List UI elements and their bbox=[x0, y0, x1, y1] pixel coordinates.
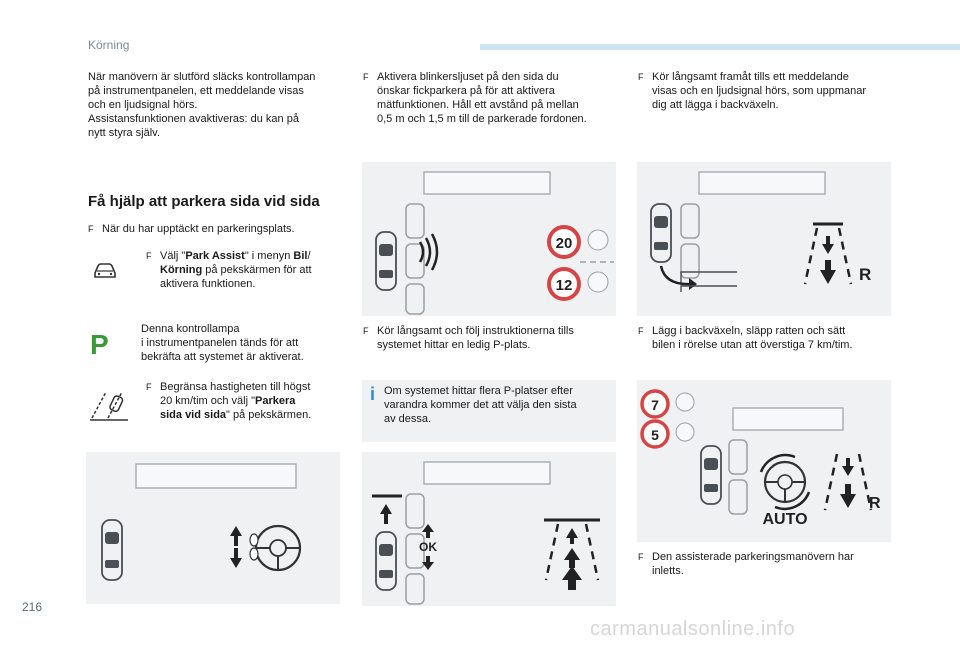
speed-sign-12: 12 bbox=[556, 277, 573, 294]
bullet-line: visas och en ljudsignal hörs, som uppman… bbox=[652, 85, 867, 97]
note-line: av dessa. bbox=[384, 413, 432, 425]
illustration-space-found-panel: OK bbox=[362, 452, 616, 606]
note-line: Om systemet hittar flera P-platser efter bbox=[384, 385, 573, 397]
bullet-line: Kör långsamt och följ instruktionerna ti… bbox=[377, 325, 574, 337]
step-limit-speed: F Begränsa hastigheten till högst 20 km/… bbox=[146, 380, 336, 422]
bullet-line: Aktivera blinkersljuset på den sida du bbox=[377, 71, 559, 83]
bullet-manoeuvre-started: F Den assisterade parkeringsmanövern har… bbox=[638, 550, 898, 578]
bullet-marker: F bbox=[146, 251, 152, 261]
note-line: varandra kommer det att välja den sista bbox=[384, 399, 577, 411]
bullet-activate-indicator: F Aktivera blinkersljuset på den sida du… bbox=[363, 70, 618, 126]
header-accent-bar bbox=[480, 44, 960, 50]
text-fragment: " i menyn bbox=[244, 250, 294, 262]
bullet-marker: F bbox=[88, 224, 94, 234]
text-fragment: 20 km/tim och välj " bbox=[160, 395, 255, 407]
menu-bil-label: Bil bbox=[293, 250, 308, 262]
section-heading: Få hjälp att parkera sida vid sida bbox=[88, 193, 320, 210]
intro-line: nytt styra själv. bbox=[88, 127, 160, 139]
bullet-line: systemet hittar en ledig P-plats. bbox=[377, 339, 531, 351]
reverse-gear-label-2: R bbox=[869, 495, 881, 512]
lamp-line: bekräfta att systemet är aktiverat. bbox=[141, 351, 304, 363]
bullet-found-space: F När du har upptäckt en parkeringsplats… bbox=[88, 222, 338, 236]
bullet-marker: F bbox=[363, 72, 369, 82]
bullet-drive-slowly: F Kör långsamt och följ instruktionerna … bbox=[363, 324, 618, 352]
intro-line: på instrumentpanelen, ett meddelande vis… bbox=[88, 85, 304, 97]
bullet-marker: F bbox=[638, 72, 644, 82]
text-fragment: / bbox=[307, 250, 311, 262]
bullet-text: När du har upptäckt en parkeringsplats. bbox=[102, 223, 295, 235]
info-note: i Om systemet hittar flera P-platser eft… bbox=[362, 380, 616, 442]
parallel-parking-icon bbox=[88, 388, 130, 422]
bullet-line: Den assisterade parkeringsmanövern har bbox=[652, 551, 854, 563]
bullet-line: inletts. bbox=[652, 565, 684, 577]
illustration-measuring-panel: 20 12 bbox=[362, 162, 616, 316]
bullet-line: bilen i rörelse utan att överstiga 7 km/… bbox=[652, 339, 853, 351]
illustration-auto-steering-panel: 7 5 AUTO bbox=[637, 380, 891, 542]
page-number: 216 bbox=[22, 600, 43, 614]
bullet-marker: F bbox=[638, 552, 644, 562]
bullet-line: 0,5 m och 1,5 m till de parkerade fordon… bbox=[377, 113, 587, 125]
text-fragment: " på pekskärmen. bbox=[226, 409, 312, 421]
bullet-engage-reverse: F Lägg i backväxeln, släpp ratten och sä… bbox=[638, 324, 898, 352]
text-fragment: aktivera funktionen. bbox=[160, 278, 256, 290]
illustration-steering-panel bbox=[86, 452, 340, 604]
bullet-line: Lägg i backväxeln, släpp ratten och sätt bbox=[652, 325, 846, 337]
illustration-reverse-panel: R bbox=[637, 162, 891, 316]
speed-sign-7: 7 bbox=[651, 397, 659, 413]
step-select-menu: F Välj "Park Assist" i menyn Bil/ Körnin… bbox=[146, 249, 336, 291]
lamp-description: Denna kontrollampa i instrumentpanelen t… bbox=[141, 322, 341, 364]
section-label: Körning bbox=[88, 38, 130, 52]
car-menu-icon bbox=[92, 262, 118, 280]
bullet-marker: F bbox=[146, 382, 152, 392]
bullet-line: dig att lägga i backväxeln. bbox=[652, 99, 779, 111]
intro-paragraph: När manövern är slutförd släcks kontroll… bbox=[88, 70, 338, 140]
intro-line: och en ljudsignal hörs. bbox=[88, 99, 198, 111]
bullet-marker: F bbox=[638, 326, 644, 336]
park-assist-label: Park Assist bbox=[185, 250, 245, 262]
info-icon: i bbox=[370, 384, 376, 404]
park-assist-lamp-icon: P bbox=[90, 329, 109, 360]
bullet-line: önskar fickparkera på för att aktivera bbox=[377, 85, 555, 97]
bullet-marker: F bbox=[363, 326, 369, 336]
text-fragment: Begränsa hastigheten till högst bbox=[160, 381, 311, 393]
intro-line: När manövern är slutförd släcks kontroll… bbox=[88, 71, 316, 83]
bullet-line: Kör långsamt framåt tills ett meddelande bbox=[652, 71, 849, 83]
menu-korning-label: Körning bbox=[160, 264, 203, 276]
lamp-line: Denna kontrollampa bbox=[141, 323, 240, 335]
ok-label: OK bbox=[419, 540, 437, 554]
lamp-line: i instrumentpanelen tänds för att bbox=[141, 337, 299, 349]
bullet-drive-forward: F Kör långsamt framåt tills ett meddelan… bbox=[638, 70, 898, 112]
intro-line: Assistansfunktionen avaktiveras: du kan … bbox=[88, 113, 299, 125]
auto-label: AUTO bbox=[762, 511, 807, 528]
text-fragment: på pekskärmen för att bbox=[202, 264, 312, 276]
speed-sign-5: 5 bbox=[651, 427, 659, 443]
reverse-gear-label: R bbox=[859, 265, 871, 284]
watermark: carmanualsonline.info bbox=[590, 618, 796, 640]
sida-vid-sida-label: sida vid sida bbox=[160, 409, 227, 421]
parkera-label: Parkera bbox=[255, 395, 296, 407]
speed-sign-20: 20 bbox=[556, 235, 573, 252]
text-fragment: Välj " bbox=[160, 250, 186, 262]
bullet-line: mätfunktionen. Håll ett avstånd på mella… bbox=[377, 99, 579, 111]
